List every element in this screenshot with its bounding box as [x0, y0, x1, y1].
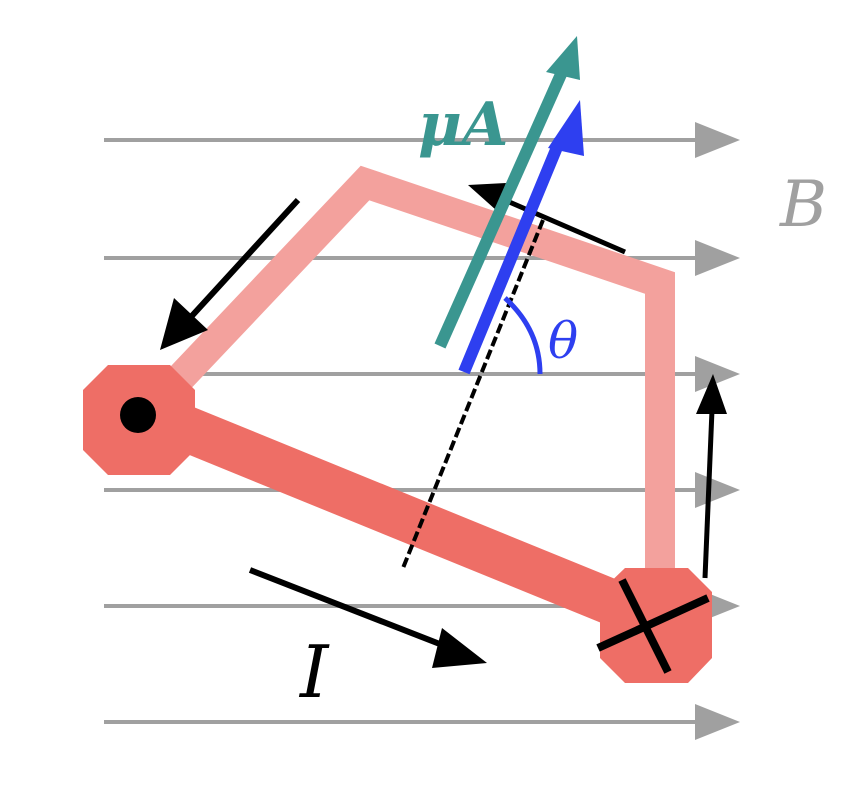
moment-label: μA	[418, 90, 508, 160]
field-arrowhead	[695, 240, 740, 276]
current-arrow-bottom	[248, 567, 487, 668]
moment-vector	[434, 36, 580, 349]
normal-vector	[458, 100, 584, 375]
field-label: B	[779, 168, 827, 242]
loop-back-segment	[139, 165, 675, 620]
dot-out-of-page-icon	[83, 365, 195, 475]
field-arrowhead	[695, 122, 740, 158]
cross-into-page-icon	[596, 568, 712, 683]
field-arrowhead	[695, 704, 740, 740]
current-arrow-top-right	[468, 183, 626, 255]
current-label: I	[298, 630, 330, 714]
rotation-axis	[401, 219, 545, 569]
field-arrowhead	[695, 356, 740, 392]
force-arrow-right	[696, 374, 727, 579]
theta-arc	[503, 296, 543, 375]
current-arrow-top-left	[160, 197, 301, 350]
theta-label: θ	[548, 312, 578, 370]
field-arrowhead	[695, 472, 740, 508]
loop-front-segment	[131, 388, 664, 642]
